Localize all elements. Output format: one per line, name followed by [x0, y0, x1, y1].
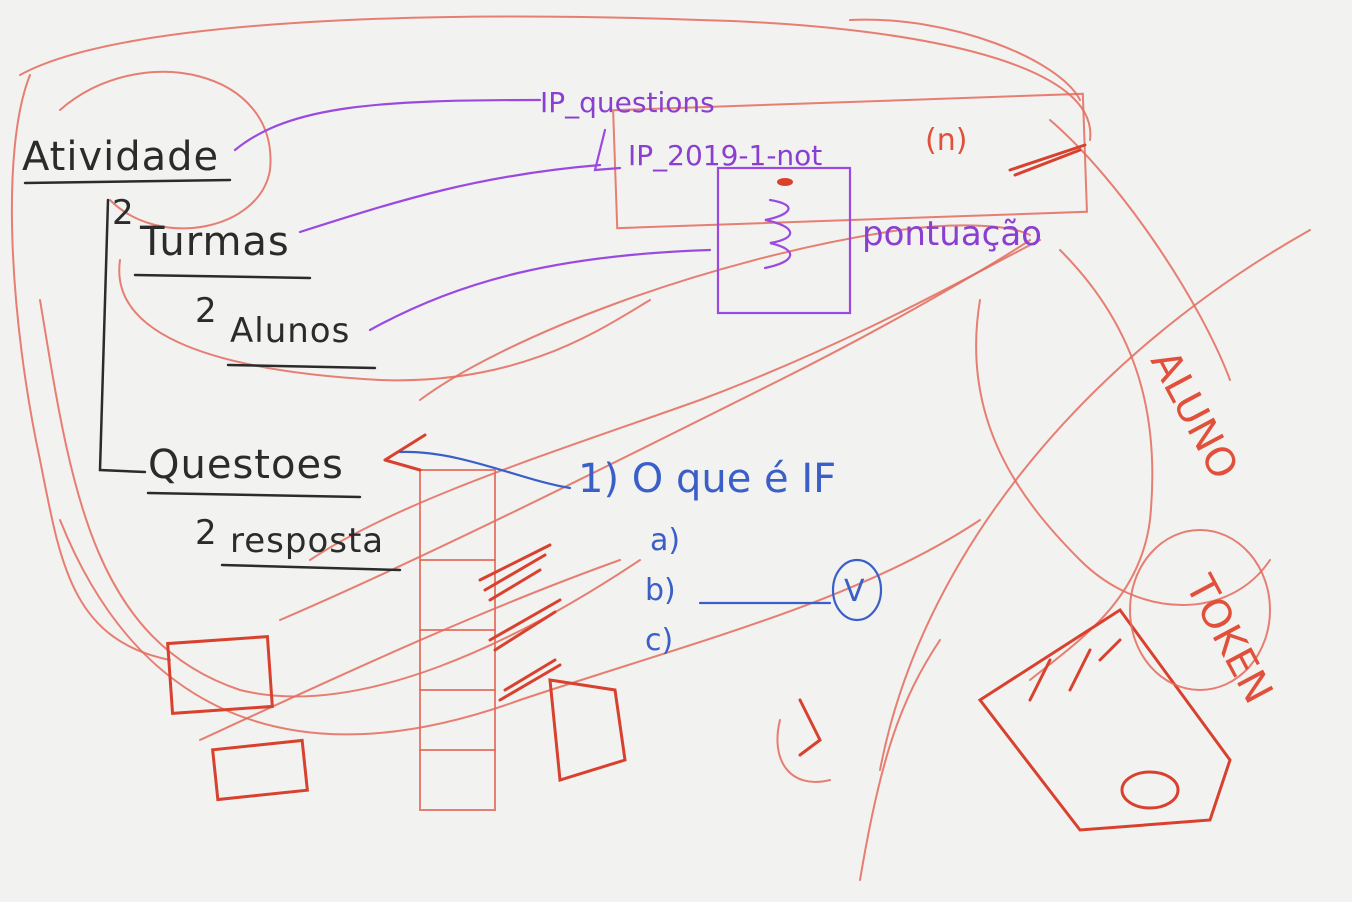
purple-link-atividade [233, 98, 542, 152]
red-hatch-token [1028, 638, 1122, 702]
red-small-hook [776, 719, 831, 783]
prefix-resposta: 2 [195, 513, 218, 553]
purple-annotations: IP_questions IP_2019-1-not (n) pontuação [233, 86, 1042, 332]
purple-bracket-ip [593, 128, 622, 172]
red-box-left-2 [210, 738, 310, 802]
blue-annotations: 1) O que é IF a) b) c) V [398, 450, 883, 658]
underline-atividade [23, 178, 232, 185]
label-alunos: Alunos [230, 311, 350, 351]
prefix-alunos: 2 [195, 291, 218, 331]
label-n-marker: (n) [925, 123, 967, 158]
red-loop-atividade [59, 70, 272, 230]
prefix-turmas: 2 [112, 193, 135, 233]
red-curve-1 [118, 259, 651, 382]
red-hatch-1 [478, 543, 552, 602]
red-token-shape [977, 607, 1232, 832]
label-aluno-vertical: ALUNO [1141, 343, 1247, 487]
blue-link-questoes [398, 450, 572, 490]
label-resposta: resposta [230, 521, 384, 561]
label-v-mark: V [844, 574, 865, 609]
red-arc-top-right [849, 18, 1081, 101]
red-right-slope [1049, 119, 1231, 381]
purple-box-pontuacao [716, 166, 852, 315]
purple-link-alunos [368, 248, 712, 332]
red-rotated-labels: ALUNO TOKEN [1141, 343, 1281, 711]
entity-hierarchy: Atividade 2 Turmas 2 Alunos Questoes 2 r… [22, 134, 402, 572]
red-long-right-tail [859, 639, 941, 881]
red-loop-left [10, 74, 171, 661]
red-token-circle [1129, 529, 1271, 691]
red-long-right [879, 229, 1311, 771]
red-hatch-2 [488, 598, 562, 652]
red-curve-3 [59, 519, 981, 736]
red-arrow-shaft [419, 224, 1031, 401]
red-hatches [478, 143, 1122, 757]
red-lower-diagonal [199, 559, 621, 741]
red-arrowhead-questoes [383, 433, 427, 472]
red-long-diagonal-2 [279, 239, 1031, 621]
label-question-1: 1) O que é IF [578, 456, 836, 502]
red-column-stack [419, 469, 496, 811]
blue-circle-v [831, 558, 883, 622]
red-scribble-layer [10, 15, 1311, 881]
label-questoes: Questoes [148, 442, 344, 488]
underline-turmas [133, 273, 312, 280]
red-token-ellipse [1120, 770, 1180, 810]
label-pontuacao: pontuação [862, 214, 1042, 254]
red-arc-right [1029, 249, 1154, 681]
red-doc-shape [548, 678, 627, 782]
underline-questoes [146, 491, 362, 499]
label-ip-2019: IP_2019-1-not [628, 139, 822, 172]
label-ip-questions: IP_questions [540, 86, 715, 119]
red-hatch-3 [498, 658, 562, 702]
red-curve-2 [39, 299, 641, 698]
label-atividade: Atividade [22, 134, 219, 180]
underline-alunos [226, 363, 377, 370]
label-option-a: a) [650, 523, 680, 558]
red-hatch-top-right [1008, 143, 1087, 177]
purple-squiggle [763, 198, 792, 270]
red-box-left-1 [166, 634, 274, 716]
label-turmas: Turmas [139, 219, 290, 265]
red-arrow-small [798, 698, 822, 757]
red-dot-in-box [777, 178, 793, 186]
label-option-c: c) [645, 623, 673, 658]
red-arc-right-2 [975, 299, 1271, 606]
tree-connector-main [98, 198, 147, 474]
purple-link-turmas [298, 163, 602, 234]
underline-resposta [220, 563, 402, 572]
red-boxes [166, 92, 1271, 832]
label-option-b: b) [645, 573, 676, 608]
red-loop-top [19, 15, 1092, 141]
